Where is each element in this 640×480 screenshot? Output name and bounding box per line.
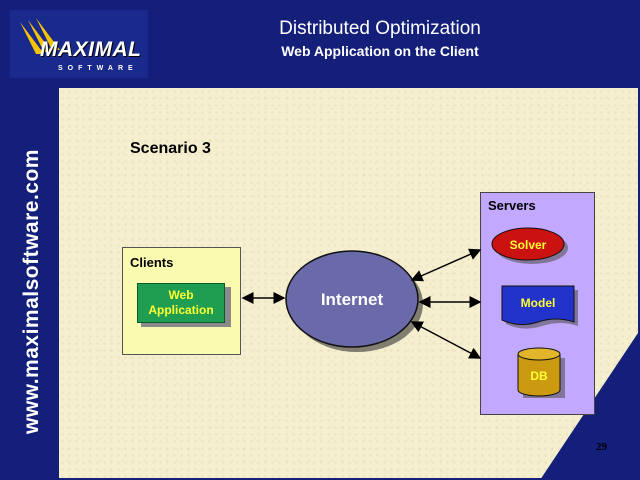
logo-text: MAXIMAL	[40, 38, 142, 61]
arrow-internet-solver	[410, 248, 482, 282]
page-title: Distributed Optimization	[279, 18, 481, 39]
web-app-label-line1: Web	[168, 288, 194, 302]
web-application-node: Web Application	[137, 283, 225, 323]
solver-label: Solver	[510, 238, 547, 252]
side-url-text: www.maximalsoftware.com	[20, 149, 43, 435]
scenario-title: Scenario 3	[130, 140, 211, 157]
db-label: DB	[530, 369, 548, 383]
internet-node: Internet	[285, 250, 423, 352]
page-subtitle: Web Application on the Client	[281, 43, 479, 59]
solver-node: Solver	[491, 227, 568, 264]
internet-label: Internet	[321, 290, 384, 309]
model-label: Model	[521, 296, 556, 310]
arrow-internet-db	[410, 321, 482, 359]
logo	[10, 10, 148, 78]
logo-mark-icon	[10, 10, 148, 78]
clients-label: Clients	[130, 255, 174, 270]
side-url: www.maximalsoftware.com	[20, 149, 43, 435]
servers-label: Servers	[488, 198, 536, 213]
web-app-label-line2: Application	[148, 303, 214, 317]
logo-subtext: SOFTWARE	[58, 65, 138, 72]
page-number: 29	[596, 441, 607, 453]
db-node: DB	[517, 347, 565, 398]
model-node: Model	[501, 285, 578, 329]
